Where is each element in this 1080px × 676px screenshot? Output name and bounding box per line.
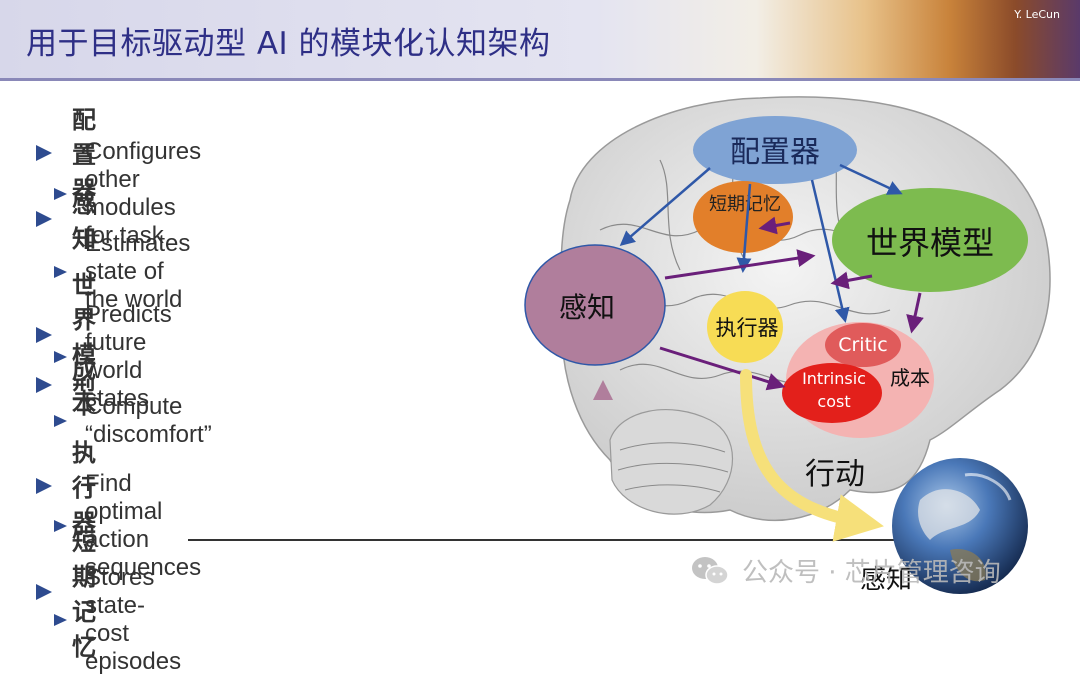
bullet-cost: 成本 <box>36 350 96 420</box>
bullet-arrow-icon <box>36 584 52 600</box>
sub-bullet-arrow-icon <box>54 614 67 626</box>
author-label: Y. LeCun <box>1014 8 1060 21</box>
cost-label: 成本 <box>890 366 930 390</box>
arrow-perception-to-world-model <box>664 249 816 280</box>
bullet-arrow-icon <box>36 211 52 227</box>
short-term-memory-label: 短期记忆 <box>709 194 781 215</box>
actor-node <box>707 291 783 363</box>
bullet-detail-perception: Estimates state of the world <box>54 230 190 314</box>
bullet-arrow-icon <box>36 144 52 161</box>
action-arrow <box>740 369 884 542</box>
configurator-label: 配置器 <box>730 135 820 170</box>
bullet-heading: 世界模型 <box>72 271 96 404</box>
bullet-detail: Configures other modules for task <box>85 138 202 249</box>
title-bar: 用于目标驱动型 AI 的模块化认知架构 Y. LeCun <box>0 0 1080 81</box>
bullet-heading: 感知 <box>72 190 96 253</box>
bullet-detail-world-model: Predicts future world states <box>54 301 172 413</box>
slide-title: 用于目标驱动型 AI 的模块化认知架构 <box>26 26 551 62</box>
bullet-detail: Compute “discomfort” <box>85 393 212 448</box>
cognitive-architecture-diagram: 配置器 短期记忆 世界模型 感知 执行器 Critic Intrinsic co… <box>524 96 1051 595</box>
bullet-detail-short-term-memory: Stores state-cost episodes <box>54 564 181 676</box>
arrow-world-model-to-cost <box>906 292 924 334</box>
bullet-heading: 执行器 <box>72 439 96 537</box>
bullet-actor: 执行器 <box>36 433 96 538</box>
arrow-perception-to-cost <box>659 346 786 391</box>
watermark-text: 公众号 · 芯片管理咨询 <box>742 558 1001 588</box>
perception-label: 感知 <box>559 291 615 324</box>
sub-bullet-arrow-icon <box>54 266 67 278</box>
earth-icon <box>892 458 1028 594</box>
bullet-perception: 感知 <box>36 184 96 254</box>
arrow-config-to-actor <box>736 183 752 273</box>
bullet-heading: 成本 <box>72 356 96 419</box>
arrow-config-to-perception <box>619 167 711 246</box>
bullet-arrow-icon <box>36 377 52 393</box>
intrinsic-cost-label-line2: cost <box>817 392 850 411</box>
world-model-label: 世界模型 <box>866 224 994 262</box>
bullet-arrow-icon <box>36 477 52 494</box>
watermark: 公众号 · 芯片管理咨询 <box>690 552 1001 589</box>
arrow-to-short-term-memory <box>758 216 791 235</box>
bullet-detail-cost: Compute “discomfort” <box>54 393 212 449</box>
world-model-node <box>832 188 1028 292</box>
strike-line <box>188 539 950 541</box>
critic-node <box>825 323 901 367</box>
bullet-configurator: 配置器 <box>36 100 96 205</box>
sub-bullet-arrow-icon <box>54 520 67 532</box>
sub-bullet-arrow-icon <box>54 188 67 200</box>
arrow-world-model-to-actor <box>830 271 873 290</box>
sub-bullet-arrow-icon <box>54 351 67 363</box>
sub-bullet-arrow-icon <box>54 415 67 427</box>
wechat-icon <box>692 556 729 585</box>
arrow-config-to-critic <box>810 179 850 323</box>
bullet-detail-configurator: Configures other modules for task <box>54 138 201 250</box>
actor-label: 执行器 <box>716 316 779 340</box>
bullet-detail: Find optimal action sequences <box>85 470 202 581</box>
intrinsic-cost-node <box>782 363 882 423</box>
perception-node <box>524 244 666 366</box>
bullet-arrow-icon <box>36 327 52 343</box>
short-term-memory-node <box>693 181 793 253</box>
bullet-detail: Predicts future world states <box>85 301 172 412</box>
bullet-detail: Stores state-cost episodes <box>85 564 182 675</box>
action-label: 行动 <box>805 457 865 492</box>
perception-bottom-label: 感知 <box>860 565 912 595</box>
bullet-heading: 配置器 <box>72 106 96 204</box>
bullet-detail-actor: Find optimal action sequences <box>54 470 201 582</box>
intrinsic-cost-label-line1: Intrinsic <box>802 369 866 388</box>
bullet-world-model: 世界模型 <box>36 265 96 405</box>
arrow-config-to-world-model <box>839 163 903 195</box>
critic-label: Critic <box>838 334 888 356</box>
bullet-detail: Estimates state of the world <box>85 230 191 313</box>
perception-input-arrow-icon <box>593 380 613 400</box>
configurator-node <box>693 116 857 184</box>
